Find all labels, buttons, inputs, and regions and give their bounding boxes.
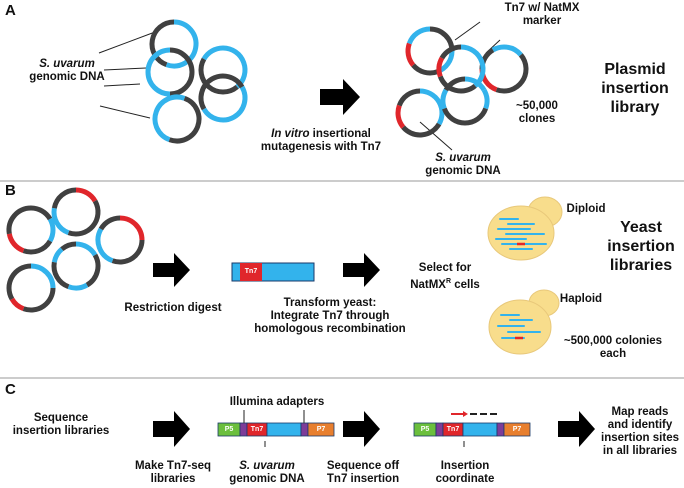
plasmid-a8-arc-3 bbox=[440, 88, 449, 110]
arrow-a bbox=[320, 79, 360, 115]
select-natmx-label: Select for NatMXR cells bbox=[410, 262, 480, 291]
plasmid-a10-arc-3 bbox=[439, 44, 462, 60]
tn7-seg-label-2: Tn7 bbox=[446, 426, 460, 433]
plasmid-a6-arc-2 bbox=[411, 63, 439, 76]
plasmid-b4-arc-3 bbox=[51, 261, 70, 290]
plasmid-a6-arc-0 bbox=[429, 26, 455, 52]
panel-a-leader-lines bbox=[98, 21, 501, 151]
plasmid-a5-arc-1 bbox=[168, 95, 202, 144]
seq-construct-2 bbox=[413, 422, 531, 437]
plasmid-b5-arc-2 bbox=[9, 297, 25, 312]
plasmid-b1-arc-0 bbox=[30, 205, 53, 221]
construct-1-leaders bbox=[243, 410, 305, 447]
panel-label-b: B bbox=[5, 182, 16, 199]
plasmid-a2-arc-1 bbox=[169, 47, 195, 97]
plasmid-b3-arc-0 bbox=[119, 215, 145, 241]
plasmid-b1-arc-2 bbox=[22, 239, 53, 255]
process-arrows bbox=[153, 79, 595, 447]
plasmid-a10-arc-1 bbox=[437, 75, 477, 94]
arrow-b1 bbox=[153, 253, 190, 287]
plasmid-a2-arc-0 bbox=[145, 47, 171, 97]
arrow-b2 bbox=[343, 253, 380, 287]
p7-label-2: P7 bbox=[512, 426, 522, 433]
haploid-cell bbox=[488, 289, 560, 355]
p7-label: P7 bbox=[316, 426, 326, 433]
plasmid-a9-arc-0 bbox=[503, 44, 523, 57]
plasmid-a4-arc-1 bbox=[198, 73, 245, 111]
plasmid-a4-arc-0 bbox=[201, 85, 248, 123]
plasmid-b5-arc-1 bbox=[22, 287, 56, 313]
plasmid-b1-arc-3 bbox=[6, 233, 25, 254]
plasmid-a8-arc-1 bbox=[481, 88, 490, 110]
plasmid-b1-arc-4 bbox=[6, 205, 32, 235]
plasmid-a10-arc-0 bbox=[460, 44, 486, 88]
plasmid-b2-arc-0 bbox=[75, 187, 98, 203]
plasmid-a9-arc-1 bbox=[495, 53, 529, 94]
plasmid-b4-arc-5 bbox=[60, 241, 77, 252]
plasmid-a7-arc-0 bbox=[419, 88, 445, 126]
plasmid-a9-arc-4 bbox=[491, 44, 505, 53]
tn7-box-label: Tn7 bbox=[244, 268, 258, 275]
mutagenesis-label: In vitro insertional mutagenesis with Tn… bbox=[260, 128, 382, 153]
plasmid-a7-arc-3 bbox=[396, 88, 421, 107]
p5-label: P5 bbox=[224, 426, 234, 433]
plasmid-b4-arc-4 bbox=[51, 247, 64, 263]
plasmid-b2-arc-3 bbox=[51, 187, 77, 209]
panel-label-a: A bbox=[5, 2, 16, 19]
restriction-digest-label: Restriction digest bbox=[124, 302, 222, 314]
plasmid-b5-arc-3 bbox=[6, 263, 32, 301]
plasmid-b2-arc-2 bbox=[51, 207, 70, 236]
plasmid-b4-arc-0 bbox=[75, 241, 98, 257]
plasmid-b5-arc-0 bbox=[30, 263, 56, 289]
diploid-label: Diploid bbox=[566, 203, 606, 215]
tn7-construct-b bbox=[231, 262, 315, 282]
plasmid-a3-arc-0 bbox=[201, 45, 224, 61]
plasmid-b4-arc-2 bbox=[67, 282, 89, 291]
sequencing-read bbox=[451, 411, 500, 417]
p5-label-2: P5 bbox=[420, 426, 430, 433]
plasmid-b3-arc-2 bbox=[95, 227, 114, 264]
haploid-label: Haploid bbox=[559, 293, 603, 305]
tn7-seg-label: Tn7 bbox=[250, 426, 264, 433]
plasmid-a1-arc-1 bbox=[149, 19, 175, 68]
arrow-c1 bbox=[153, 411, 190, 447]
plasmid-a5-arc-0 bbox=[152, 94, 186, 143]
arrow-c3 bbox=[558, 411, 595, 447]
plasmid-a1-arc-0 bbox=[165, 19, 199, 69]
panel-label-c: C bbox=[5, 381, 16, 398]
plasmid-b1-arc-1 bbox=[47, 217, 56, 243]
seq-construct-1 bbox=[217, 422, 335, 437]
diploid-cell bbox=[487, 196, 563, 261]
plasmid-b3-arc-3 bbox=[98, 215, 121, 231]
plasmid-a6-arc-3 bbox=[405, 42, 416, 67]
plasmid-a6-arc-4 bbox=[406, 26, 431, 45]
plasmid-a7-arc-2 bbox=[395, 104, 406, 129]
illumina-adapters-label: Illumina adapters bbox=[229, 396, 325, 408]
plasmid-a10-arc-2 bbox=[436, 56, 445, 78]
plasmid-b2-arc-1 bbox=[67, 199, 101, 237]
plasmid-a7-arc-1 bbox=[401, 122, 442, 138]
arrow-c2 bbox=[343, 411, 380, 447]
plasmid-b4-arc-1 bbox=[85, 253, 101, 288]
plasmid-a3-arc-2 bbox=[198, 57, 239, 95]
plasmid-a8-arc-2 bbox=[441, 107, 489, 126]
plasmid-b3-arc-1 bbox=[111, 239, 145, 265]
